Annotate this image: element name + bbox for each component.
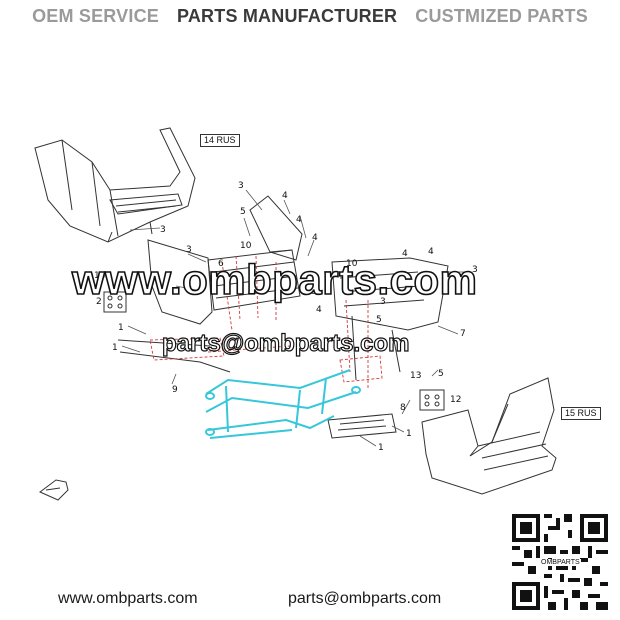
highlighted-red-parts (149, 255, 383, 388)
part-label-6b: 6 (310, 287, 316, 297)
part-label-5c: 5 (438, 369, 444, 379)
part-label-4b: 4 (186, 281, 192, 291)
part-label-2: 2 (96, 297, 102, 307)
callout-14-rus: 14 RUS (200, 134, 240, 147)
part-label-3b: 3 (238, 181, 244, 191)
highlighted-cyan-frame (205, 369, 361, 439)
bracket-12-drawing (419, 389, 445, 411)
part-label-1c: 1 (406, 429, 412, 439)
part-label-10a: 10 (240, 241, 252, 251)
right-upper-footrest-drawing (331, 257, 449, 381)
header-parts-manufacturer: PARTS MANUFACTURER (176, 6, 398, 26)
footer-email-link[interactable]: parts@ombparts.com (288, 590, 442, 607)
part-number-labels: 3 3 3 4 5 10 6 4 4 4 10 4 4 3 7 5 3 1 1 … (94, 181, 478, 453)
part-label-3d: 3 (472, 265, 478, 275)
center-footrest-drawing (147, 195, 303, 325)
part-label-10b: 10 (346, 259, 358, 269)
header-oem-service: OEM SERVICE (32, 6, 159, 26)
direction-arrow-drawing (39, 479, 69, 501)
part-label-3e: 3 (380, 297, 386, 307)
part-label-6: 6 (218, 259, 224, 269)
lower-bracket-drawing (117, 339, 397, 439)
qr-code-label: OMBPARTS (540, 559, 581, 566)
part-label-13b: 13 (410, 371, 421, 381)
part-label-4e: 4 (402, 249, 408, 259)
callout-15-rus: 15 RUS (561, 407, 601, 420)
header-bar: OEM SERVICE PARTS MANUFACTURER CUSTMIZED… (0, 6, 620, 34)
footer-website-link[interactable]: www.ombparts.com (58, 590, 198, 607)
part-label-1a: 1 (118, 323, 124, 333)
bracket-2-drawing (103, 291, 127, 313)
right-lower-footrest-drawing (421, 377, 557, 495)
part-label-1d: 1 (378, 443, 384, 453)
part-label-7: 7 (460, 329, 466, 339)
part-label-8: 8 (400, 403, 406, 413)
part-label-5a: 5 (240, 207, 246, 217)
part-label-4d: 4 (312, 233, 318, 243)
part-label-9: 9 (172, 385, 178, 395)
watermark-domain: www.ombparts.com (71, 255, 478, 304)
part-label-4a: 4 (282, 191, 288, 201)
part-label-3c: 3 (186, 245, 192, 255)
leader-lines (121, 189, 468, 447)
part-label-4c: 4 (296, 215, 302, 225)
header-customized-parts: CUSTMIZED PARTS (415, 6, 588, 26)
part-label-4g: 4 (316, 305, 322, 315)
part-label-1b: 1 (112, 343, 118, 353)
part-label-4f: 4 (428, 247, 434, 257)
part-label-3a: 3 (160, 225, 166, 235)
part-label-13a: 13 (94, 271, 105, 281)
part-label-12: 12 (450, 395, 461, 405)
watermark-email: parts@ombparts.com (161, 329, 410, 357)
part-label-5b: 5 (376, 315, 382, 325)
left-rear-footrest-drawing (34, 127, 196, 243)
